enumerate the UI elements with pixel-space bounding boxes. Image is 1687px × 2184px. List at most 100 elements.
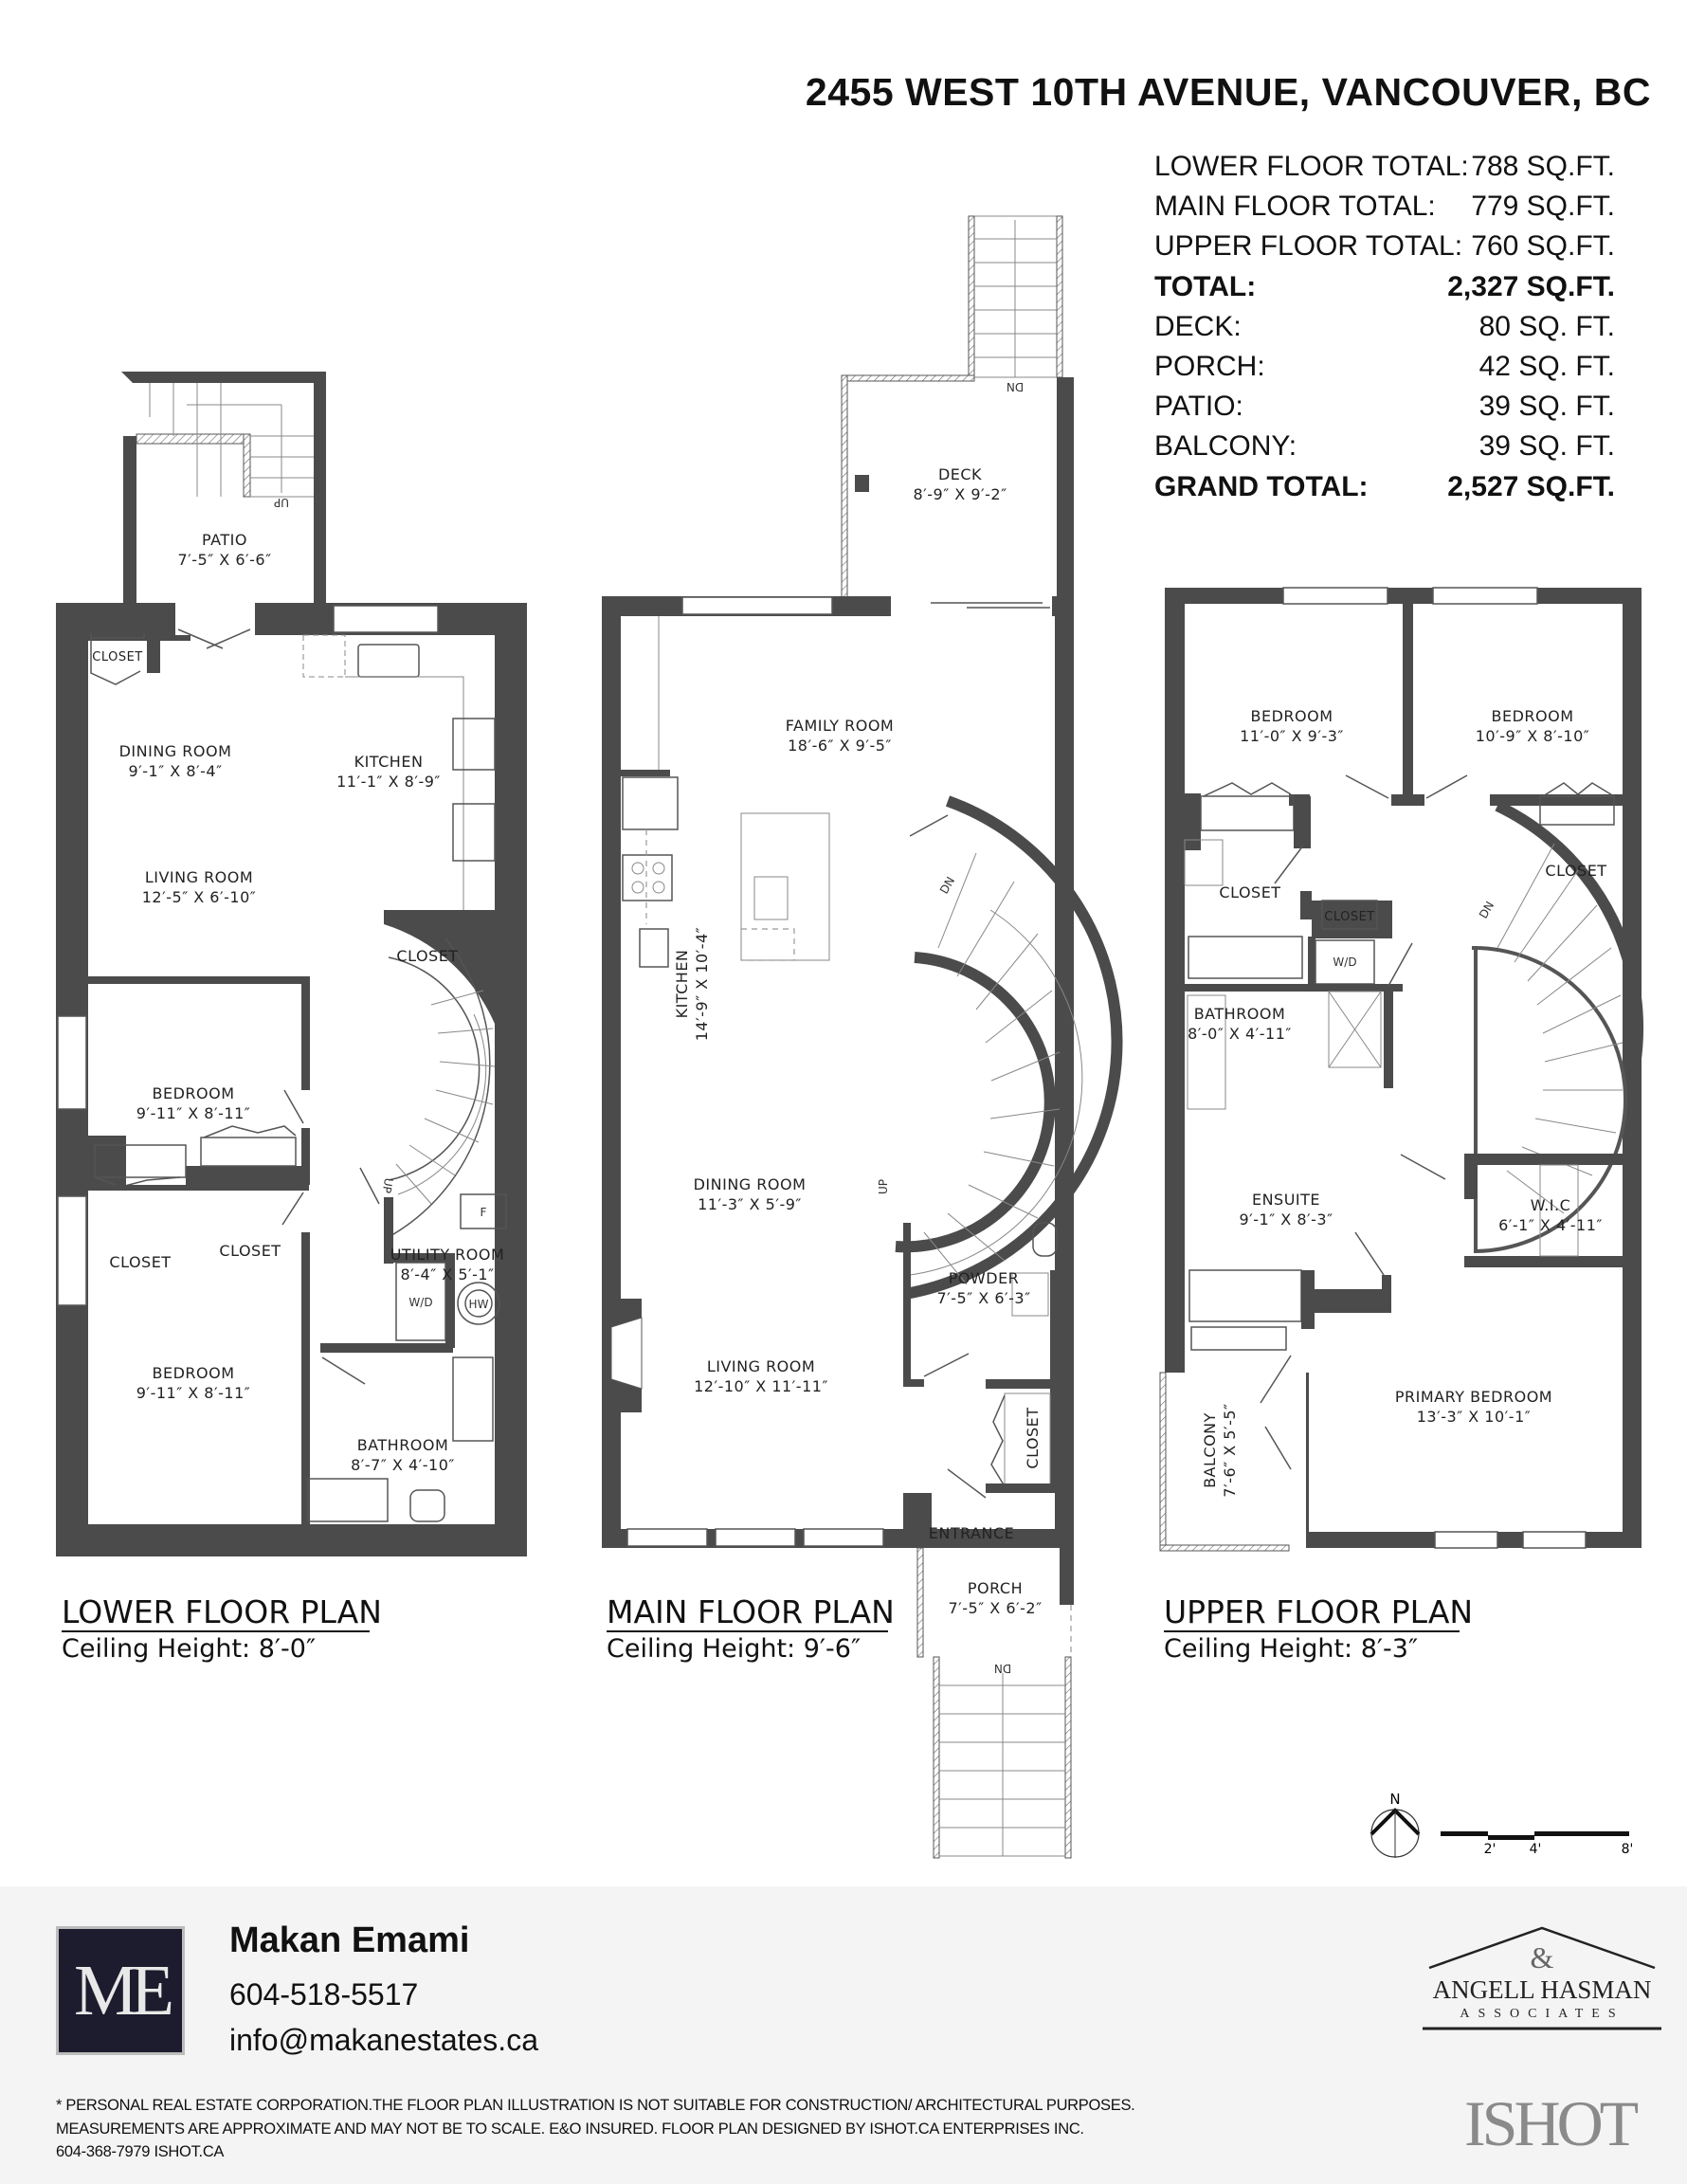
utility-door[interactable] <box>359 1167 380 1205</box>
room-name: BALCONY <box>1201 1412 1219 1488</box>
brokerage-logo: & ANGELL HASMAN ASSOCIATES <box>1423 1926 1661 2030</box>
patio-door-opening <box>175 603 255 635</box>
deck-post <box>855 475 869 492</box>
ceiling-height: Ceiling Height: 8′-0″ <box>62 1634 316 1664</box>
island-dishwasher <box>740 928 795 961</box>
agent-email[interactable]: info@makanestates.ca <box>229 2023 538 2057</box>
bedroom-door[interactable] <box>1345 774 1389 799</box>
stair-outer-wall <box>903 795 1123 1300</box>
area-label: PATIO: <box>1154 391 1243 423</box>
stair-door[interactable] <box>909 814 949 837</box>
porch-stairs <box>939 1673 1065 1857</box>
room-name: CLOSET <box>1545 862 1606 880</box>
room-name: BEDROOM <box>1250 707 1333 725</box>
area-value: 39 SQ. FT. <box>1478 430 1615 463</box>
designer-logo: ISHOT <box>1464 2087 1639 2159</box>
window <box>1432 587 1538 605</box>
wall <box>301 1232 310 1524</box>
area-label: MAIN FLOOR TOTAL: <box>1154 191 1436 223</box>
room-name: DINING ROOM <box>694 1175 807 1193</box>
scale-tick: 2' <box>1484 1842 1497 1857</box>
window <box>803 1528 884 1547</box>
area-row-grand-total: GRAND TOTAL:2,527 SQ.FT. <box>1154 470 1615 510</box>
area-row-upper: UPPER FLOOR TOTAL:760 SQ.FT. <box>1154 229 1615 269</box>
room-dims: 10′-9″ X 8′-10″ <box>1476 727 1589 745</box>
bathroom-door[interactable] <box>1274 845 1304 884</box>
scale-segment <box>1534 1831 1629 1836</box>
room-dims: 7′-5″ X 6′-3″ <box>936 1289 1030 1307</box>
closet-door[interactable] <box>94 1176 181 1188</box>
stair-inner-wall <box>895 952 1056 1253</box>
window <box>1282 587 1388 605</box>
furnace-label: F <box>481 1206 487 1219</box>
closet-door[interactable] <box>203 1125 297 1138</box>
balcony-door[interactable] <box>1264 1426 1292 1470</box>
wall <box>301 1128 310 1185</box>
closet-door[interactable] <box>990 1394 1006 1487</box>
entrance-door[interactable] <box>947 1468 987 1499</box>
plan-title: MAIN FLOOR PLAN <box>607 1593 895 1630</box>
closet-door[interactable] <box>1203 782 1292 797</box>
bath-sink <box>1184 839 1224 886</box>
wall <box>88 1185 309 1191</box>
scale-tick: 4' <box>1530 1842 1542 1857</box>
stairs-down-label: DN <box>994 1662 1011 1675</box>
window <box>626 1528 708 1547</box>
area-value: 788 SQ.FT. <box>1471 151 1615 182</box>
area-value: 39 SQ. FT. <box>1478 391 1615 423</box>
balcony-door[interactable] <box>1260 1355 1292 1404</box>
closet-door[interactable] <box>90 633 141 685</box>
north-label: N <box>1389 1791 1400 1808</box>
patio-wall <box>123 436 136 449</box>
area-row-total: TOTAL:2,327 SQ.FT. <box>1154 270 1615 310</box>
disclaimer: * PERSONAL REAL ESTATE CORPORATION.THE F… <box>56 2094 1135 2164</box>
bedroom-door[interactable] <box>281 1192 304 1226</box>
wall <box>1301 1289 1391 1313</box>
closet-door[interactable] <box>1542 782 1615 797</box>
brokerage-sub: ASSOCIATES <box>1460 2007 1624 2021</box>
lower-floor-plan: UP UP <box>56 372 527 1664</box>
room-dims: 18′-6″ X 9′-5″ <box>788 737 892 755</box>
kitchen-sink <box>357 644 420 678</box>
bathtub <box>452 1356 494 1442</box>
wall <box>903 1493 932 1548</box>
agent-phone[interactable]: 604-518-5517 <box>229 1977 419 2011</box>
bathroom-door[interactable] <box>321 1356 366 1385</box>
room-name: UTILITY ROOM <box>390 1246 505 1264</box>
closet-box <box>1539 795 1615 826</box>
wall <box>1185 984 1403 992</box>
balcony-railing <box>1159 1544 1290 1552</box>
powder-door[interactable] <box>923 1353 970 1377</box>
area-label: GRAND TOTAL: <box>1154 470 1369 502</box>
room-name: BATHROOM <box>357 1436 449 1454</box>
ensuite-door[interactable] <box>1354 1231 1385 1276</box>
room-dims: 8′-7″ X 4′-10″ <box>351 1456 455 1474</box>
hall-door[interactable] <box>1400 1154 1446 1180</box>
main-curved-stairs <box>909 852 1083 1285</box>
room-dims: 11′-3″ X 5′-9″ <box>698 1195 802 1213</box>
porch-stair-railing <box>1064 1656 1072 1859</box>
deck-stair-railing <box>1056 215 1063 378</box>
room-dims: 9′-1″ X 8′-3″ <box>1239 1210 1333 1228</box>
bedroom-door[interactable] <box>283 1089 304 1124</box>
room-dims: 7′-6″ X 5′-5″ <box>1221 1403 1239 1497</box>
brokerage-name: ANGELL HASMAN <box>1433 1975 1652 2004</box>
patio-door[interactable] <box>206 628 251 649</box>
bedroom-door[interactable] <box>1425 774 1468 799</box>
stairs-up-label: UP <box>274 496 289 509</box>
wall <box>986 1483 1061 1493</box>
powder-sink <box>1011 1272 1049 1317</box>
deck-stair-railing <box>968 215 975 378</box>
stair-railing <box>1471 945 1627 1254</box>
area-row-lower: LOWER FLOOR TOTAL:788 SQ.FT. <box>1154 150 1615 190</box>
wall <box>1061 801 1074 1526</box>
wall <box>1384 986 1393 1088</box>
wall <box>301 976 310 1090</box>
wall <box>147 635 160 673</box>
area-label: BALCONY: <box>1154 430 1297 463</box>
laundry-door[interactable] <box>1388 942 1413 987</box>
stair-outer-wall <box>388 937 491 1238</box>
room-name: BEDROOM <box>152 1084 234 1102</box>
wall <box>1464 1154 1623 1165</box>
washer-dryer-label: W/D <box>1333 956 1356 969</box>
